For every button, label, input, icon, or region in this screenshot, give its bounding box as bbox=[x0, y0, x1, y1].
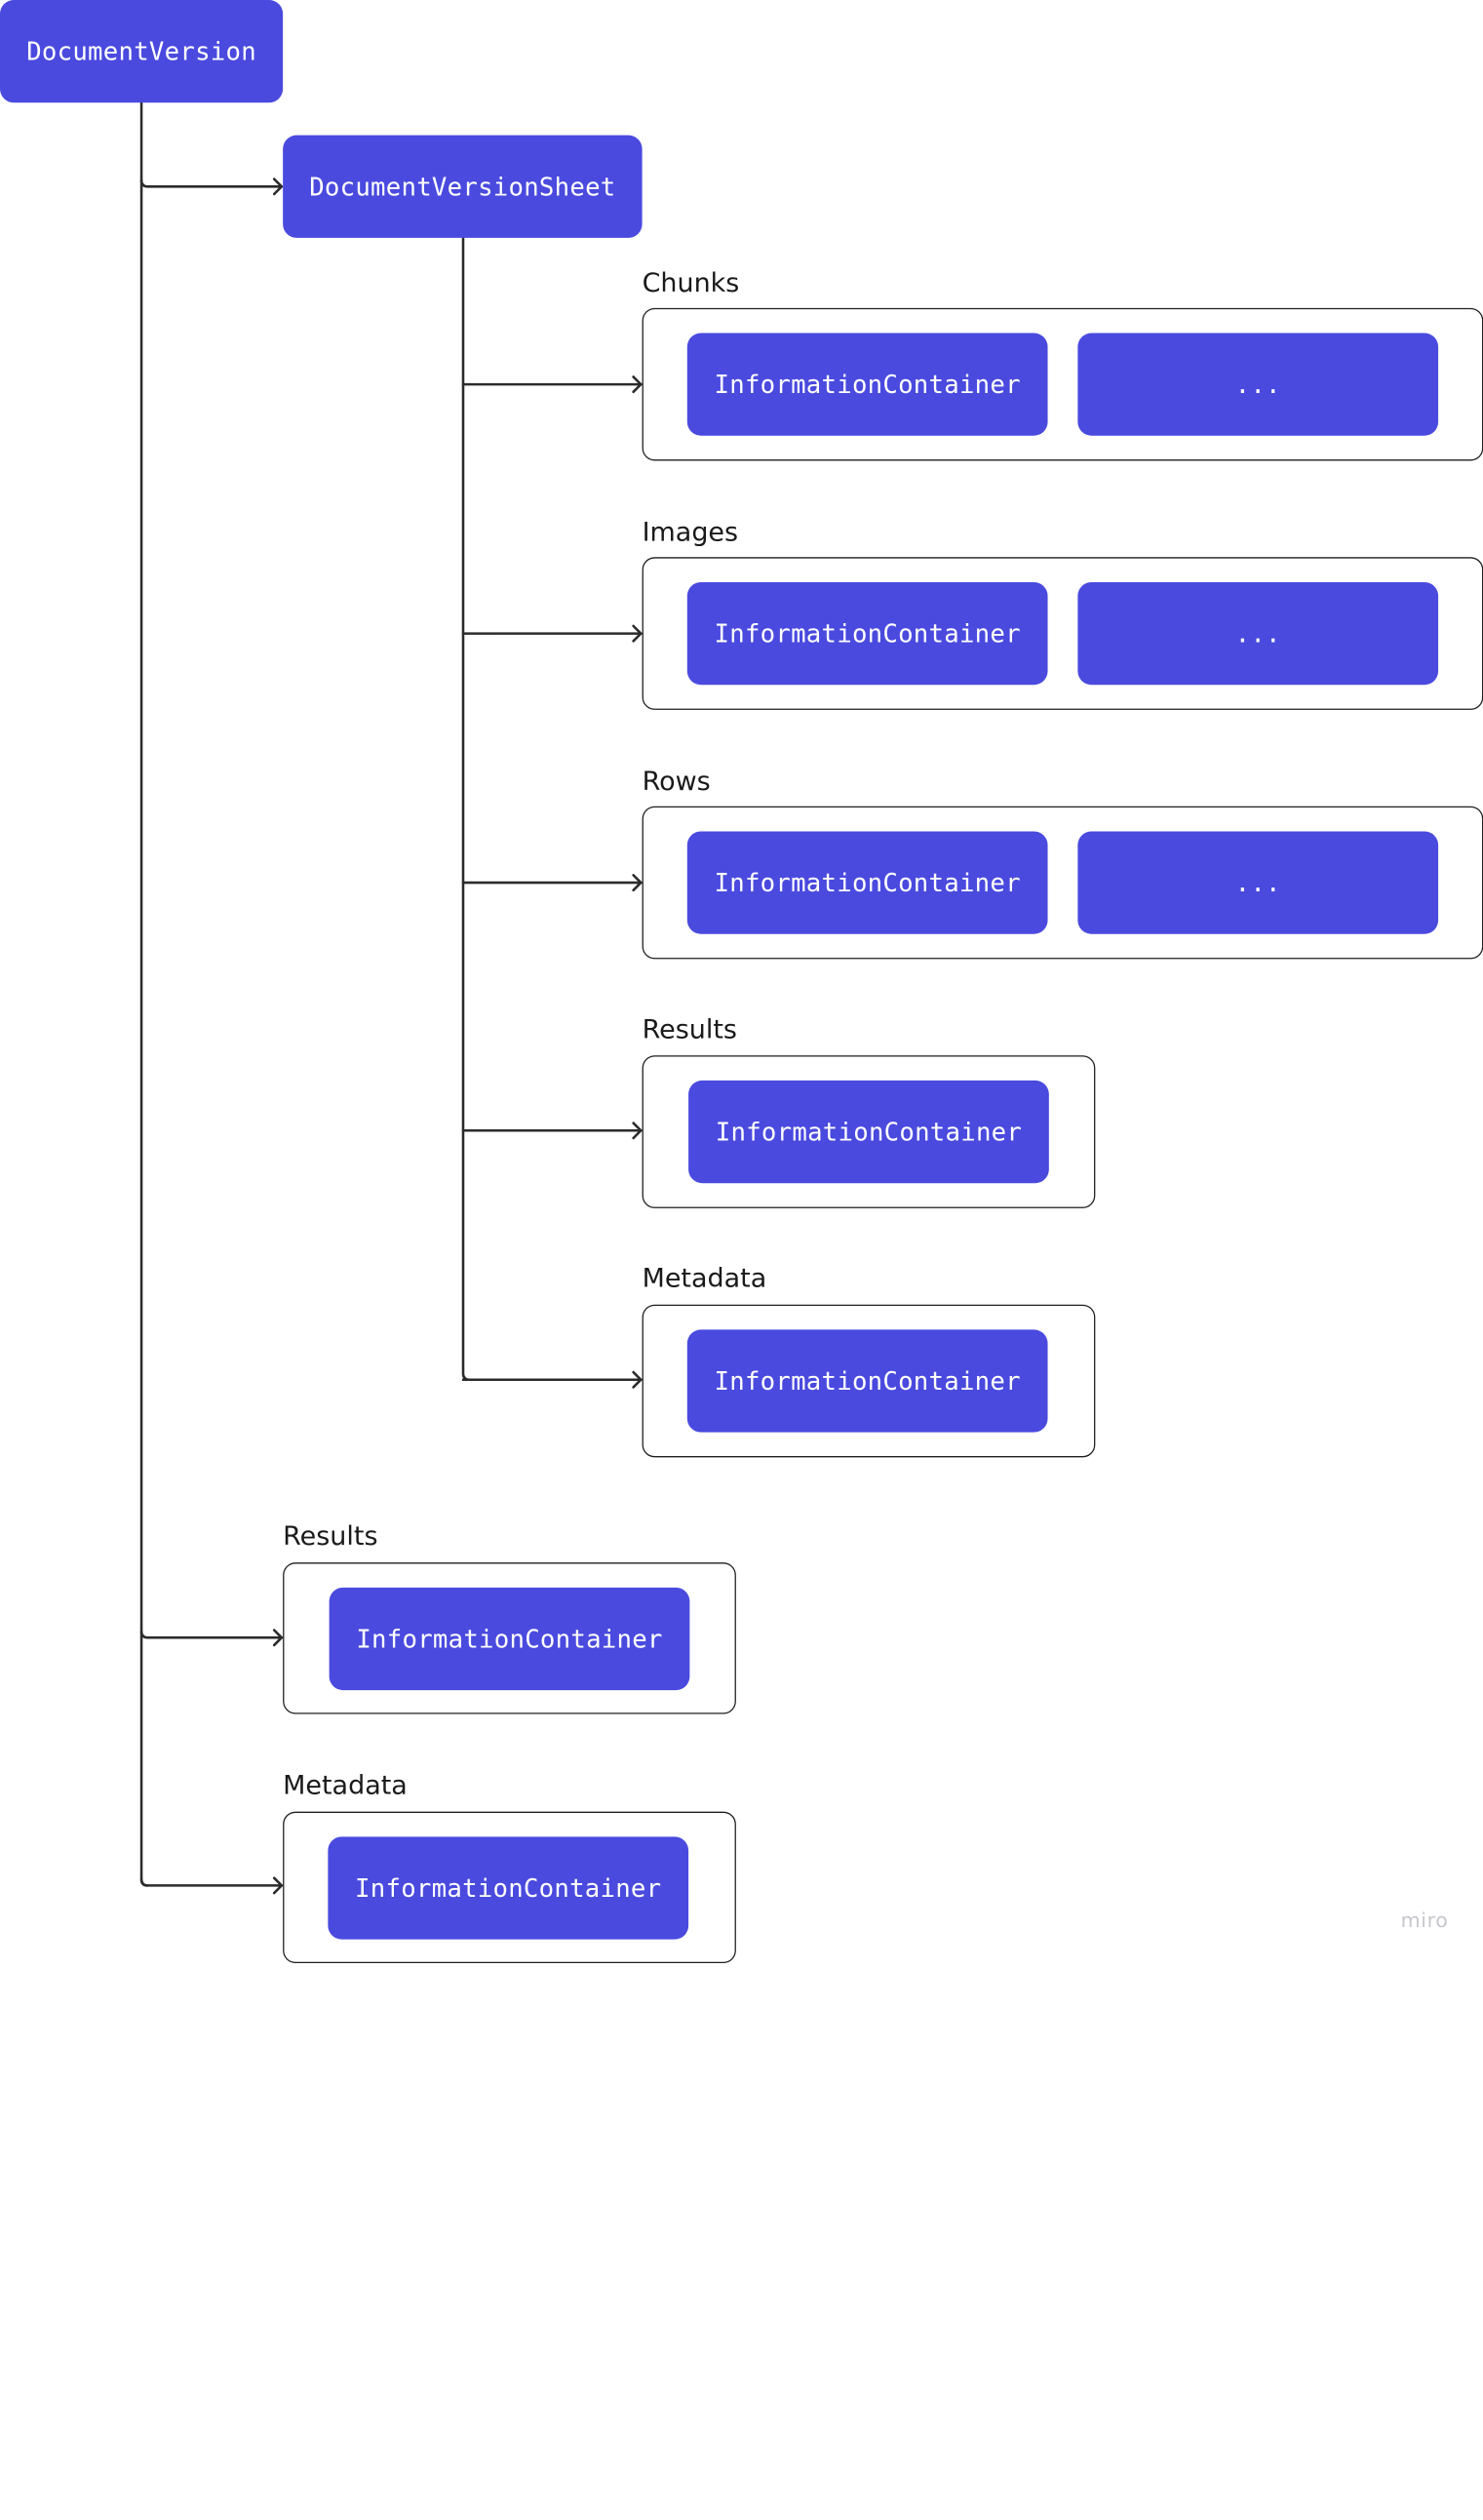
information-container-node[interactable]: InformationContainer bbox=[688, 1080, 1049, 1184]
group-label-rows: Rows bbox=[642, 766, 711, 797]
group-label-root-results: Results bbox=[283, 1520, 378, 1552]
arrowhead bbox=[272, 1876, 284, 1895]
information-container-node[interactable]: InformationContainer bbox=[686, 333, 1048, 436]
root-branch-line bbox=[139, 1630, 284, 1639]
more-items-node[interactable]: ... bbox=[1077, 333, 1439, 436]
connector-lines bbox=[139, 100, 643, 1895]
group-label-chunks: Chunks bbox=[642, 267, 740, 298]
miro-watermark: miro bbox=[1400, 1908, 1449, 1932]
arrowhead bbox=[632, 1122, 643, 1140]
document-version-node[interactable]: DocumentVersion bbox=[0, 0, 284, 103]
more-items-node[interactable]: ... bbox=[1077, 581, 1439, 686]
arrowhead bbox=[632, 375, 643, 394]
information-container-node[interactable]: InformationContainer bbox=[686, 831, 1048, 934]
information-container-node[interactable]: InformationContainer bbox=[686, 581, 1048, 686]
arrowhead bbox=[632, 874, 643, 892]
arrowhead bbox=[632, 624, 643, 643]
arrowhead bbox=[272, 177, 284, 196]
group-label-metadata: Metadata bbox=[642, 1263, 767, 1294]
document-version-sheet-node[interactable]: DocumentVersionSheet bbox=[283, 135, 643, 238]
arrowhead bbox=[632, 1370, 643, 1389]
root-branch-line bbox=[139, 1877, 284, 1887]
arrowhead bbox=[272, 1629, 284, 1647]
root-branch-line bbox=[139, 178, 284, 188]
information-container-node[interactable]: InformationContainer bbox=[328, 1836, 689, 1940]
sheet-trunk-line bbox=[461, 236, 471, 1382]
group-label-images: Images bbox=[642, 517, 739, 548]
information-container-node[interactable]: InformationContainer bbox=[329, 1587, 690, 1691]
more-items-node[interactable]: ... bbox=[1077, 831, 1439, 934]
group-label-results: Results bbox=[642, 1013, 737, 1044]
root-trunk-line bbox=[139, 100, 149, 1887]
information-container-node[interactable]: InformationContainer bbox=[686, 1329, 1048, 1433]
group-label-root-metadata: Metadata bbox=[283, 1770, 408, 1801]
